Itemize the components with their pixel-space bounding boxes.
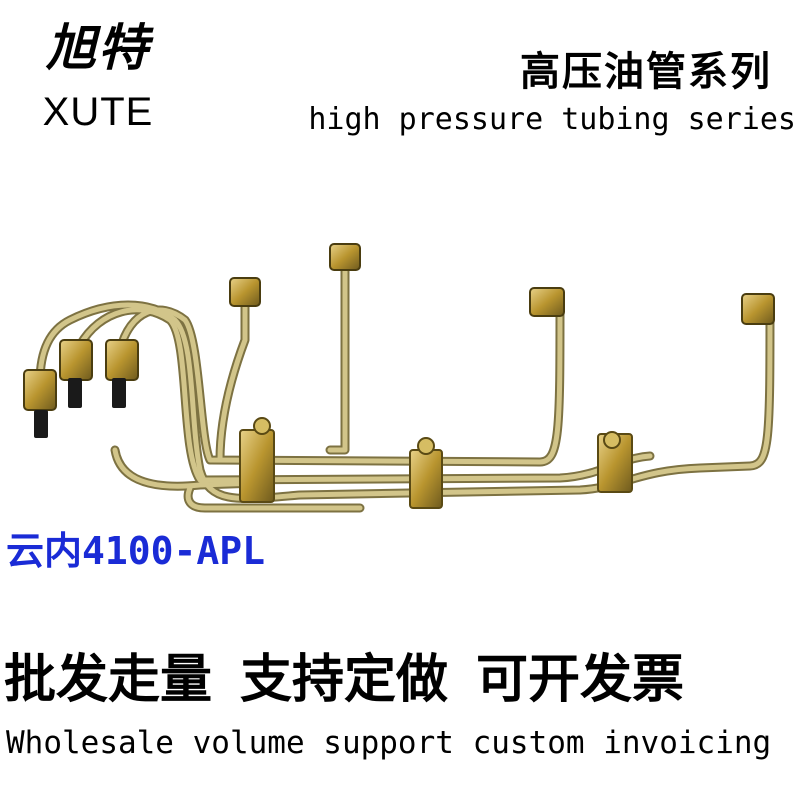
slogan-invoice: 可开发票 — [476, 650, 685, 710]
slogan-wholesale: 批发走量 — [4, 650, 213, 710]
brand-name-chinese: 旭特 — [46, 18, 150, 77]
series-title-english: high pressure tubing series — [308, 102, 796, 137]
product-model-label: 云内4100-APL — [6, 529, 266, 573]
slogan-customization: 支持定做 — [240, 650, 449, 710]
series-title-chinese: 高压油管系列 — [520, 49, 772, 95]
fuel-tube-assembly-icon — [23, 243, 775, 513]
slogan-chinese: 批发走量支持定做可开发票 — [0, 648, 800, 712]
brand-name-english: XUTE — [42, 90, 154, 134]
slogan-english: Wholesale volume support custom invoicin… — [6, 725, 772, 761]
